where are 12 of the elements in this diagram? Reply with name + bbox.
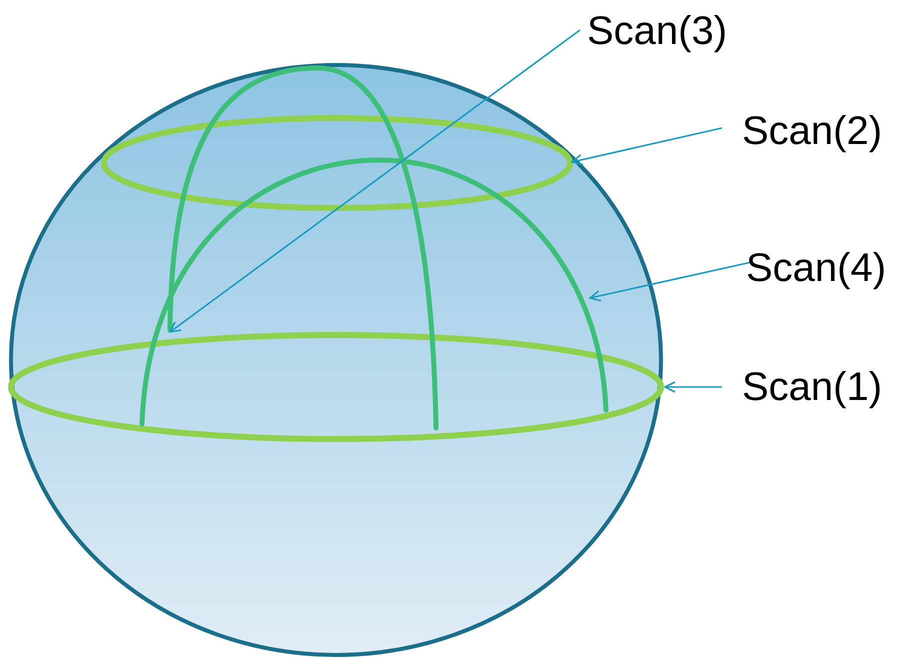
leader-line — [589, 261, 752, 302]
leader-line — [169, 29, 580, 333]
scan-arc — [140, 158, 608, 426]
leader-line — [571, 127, 722, 166]
leader-line — [664, 381, 722, 393]
scan-label: Scan(3) — [587, 8, 728, 54]
scan-ring — [8, 332, 664, 442]
scan-label: Scan(2) — [742, 108, 882, 154]
scan-label: Scan(4) — [746, 245, 886, 291]
scan-arc — [168, 66, 438, 430]
scan-ring — [101, 115, 573, 211]
scan-label: Scan(1) — [742, 364, 882, 410]
